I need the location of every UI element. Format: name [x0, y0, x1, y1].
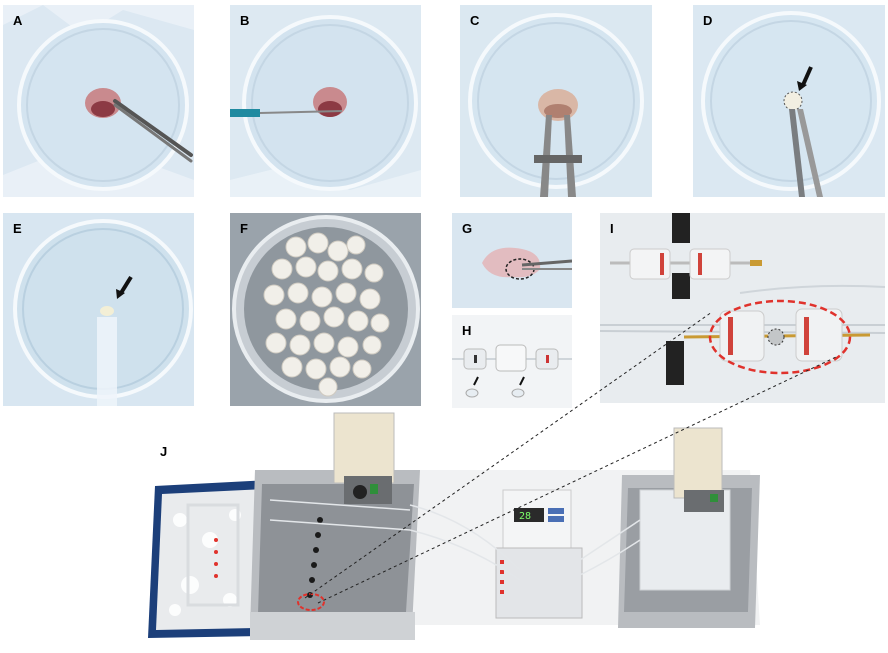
panel-c-photo	[460, 5, 652, 197]
panel-label: F	[240, 221, 248, 236]
panel-label: H	[462, 323, 472, 338]
panel-a: A	[3, 5, 194, 197]
panel-label: B	[240, 13, 250, 28]
panel-label: D	[703, 13, 713, 28]
panel-label: I	[610, 221, 614, 236]
panel-d-photo	[693, 5, 885, 197]
panel-g: G	[452, 213, 572, 308]
panel-label: G	[462, 221, 473, 236]
panel-c: C	[460, 5, 652, 197]
panel-g-photo	[452, 213, 572, 308]
panel-label: C	[470, 13, 480, 28]
pump-display: 28	[519, 511, 531, 522]
panel-b: B	[230, 5, 421, 197]
panel-a-photo	[3, 5, 194, 197]
panel-b-photo	[230, 5, 421, 197]
panel-label: J	[160, 444, 168, 459]
panel-d: D	[693, 5, 885, 197]
panel-label: E	[13, 221, 22, 236]
panel-label: A	[13, 13, 23, 28]
panel-e-photo	[3, 213, 194, 406]
panel-e: E	[3, 213, 194, 406]
